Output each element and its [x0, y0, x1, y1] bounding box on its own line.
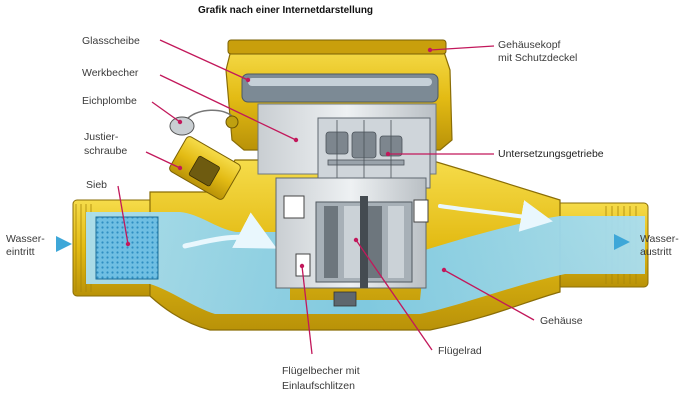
measuring-insert	[257, 103, 437, 307]
adjustment-screw	[169, 136, 241, 200]
label-sieb: Sieb	[86, 179, 107, 191]
label-wasser-ein-1: Wasser-	[6, 233, 45, 245]
leader-lines	[117, 39, 535, 355]
calibration-seal	[169, 109, 239, 136]
label-eichplombe: Eichplombe	[82, 95, 137, 107]
label-glasscheibe: Glasscheibe	[82, 35, 140, 47]
bottom-nut	[333, 291, 357, 307]
label-gehaeusekopf-2: mit Schutzdeckel	[498, 52, 577, 64]
label-wasser-aus-2: austritt	[640, 246, 672, 258]
figure-title: Grafik nach einer Internetdarstellung	[198, 5, 373, 16]
inlet-slot-upper	[283, 195, 305, 219]
flow-arrows	[182, 200, 553, 249]
protective-cover	[227, 39, 447, 55]
sieve-element	[95, 216, 159, 280]
inlet-arrow-icon	[56, 236, 72, 252]
label-justier-2: schraube	[84, 145, 127, 157]
label-fluegelbecher-2: Einlaufschlitzen	[282, 380, 355, 392]
impeller	[315, 196, 413, 288]
label-wasser-ein-2: eintritt	[6, 246, 35, 258]
label-untersetzung: Untersetzungsgetriebe	[498, 148, 604, 160]
reduction-gears	[325, 120, 405, 186]
label-werkbecher: Werkbecher	[82, 67, 139, 79]
label-fluegelbecher-1: Flügelbecher mit	[282, 365, 360, 377]
label-gehaeusekopf-1: Gehäusekopf	[498, 39, 561, 51]
label-justier-1: Justier-	[84, 131, 119, 143]
label-wasser-aus-1: Wasser-	[640, 233, 679, 245]
label-gehaeuse: Gehäuse	[540, 315, 583, 327]
outlet-arrow-icon	[614, 234, 630, 250]
label-fluegelrad: Flügelrad	[438, 345, 482, 357]
